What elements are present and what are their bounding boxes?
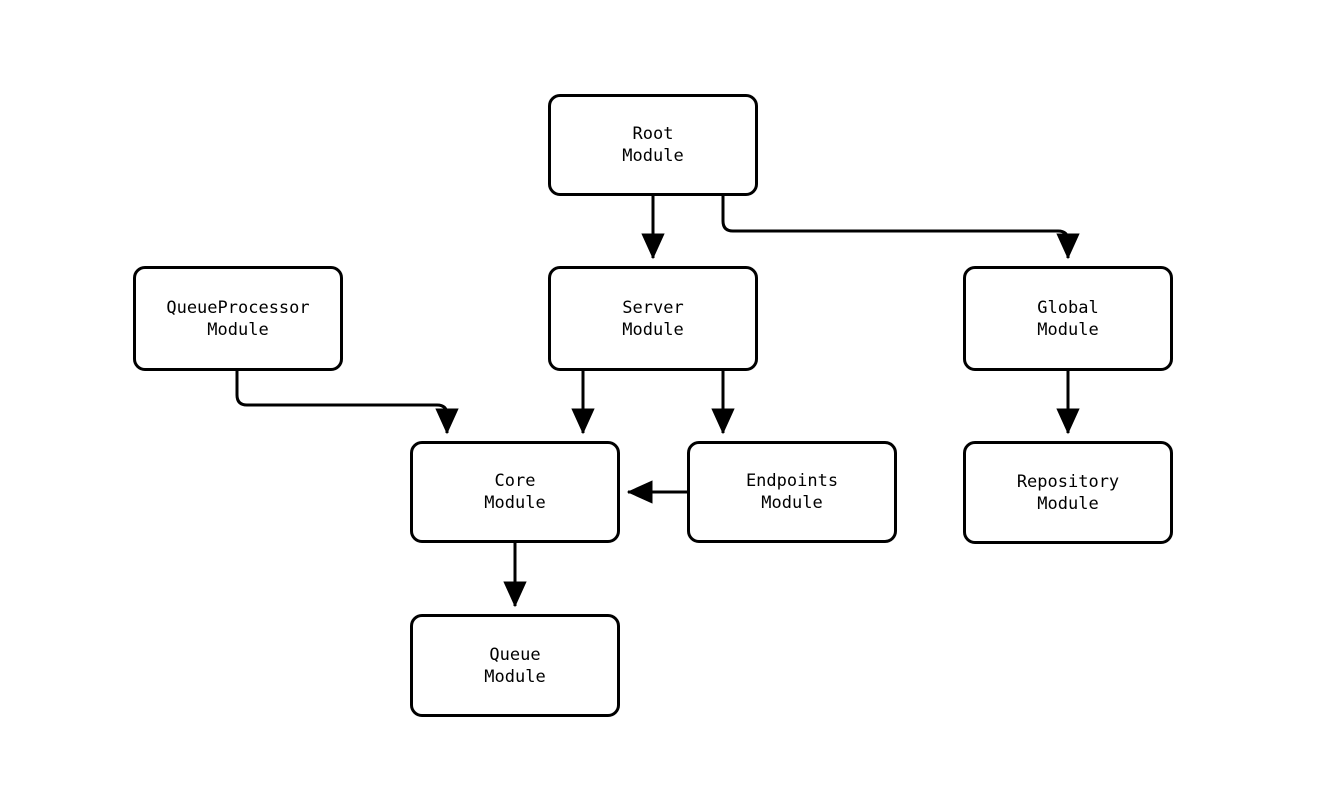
edge-root-to-global [721, 196, 1080, 260]
node-repository-module-label: Repository Module [1016, 471, 1120, 514]
node-global-module[interactable]: Global Module [963, 266, 1173, 371]
node-server-module-label: Server Module [622, 297, 684, 340]
node-queue-module-label: Queue Module [484, 644, 546, 687]
node-server-module[interactable]: Server Module [548, 266, 758, 371]
node-endpoints-module[interactable]: Endpoints Module [687, 441, 897, 543]
node-queue-module[interactable]: Queue Module [410, 614, 620, 717]
node-root-module[interactable]: Root Module [548, 94, 758, 196]
node-core-module[interactable]: Core Module [410, 441, 620, 543]
node-queueprocessor-module-label: QueueProcessor Module [166, 297, 310, 340]
node-endpoints-module-label: Endpoints Module [745, 471, 839, 513]
node-repository-module[interactable]: Repository Module [963, 441, 1173, 544]
node-core-module-label: Core Module [484, 471, 546, 513]
edge-queueprocessor-to-core [235, 371, 459, 435]
node-global-module-label: Global Module [1037, 297, 1099, 340]
node-queueprocessor-module[interactable]: QueueProcessor Module [133, 266, 343, 371]
node-root-module-label: Root Module [622, 124, 684, 166]
